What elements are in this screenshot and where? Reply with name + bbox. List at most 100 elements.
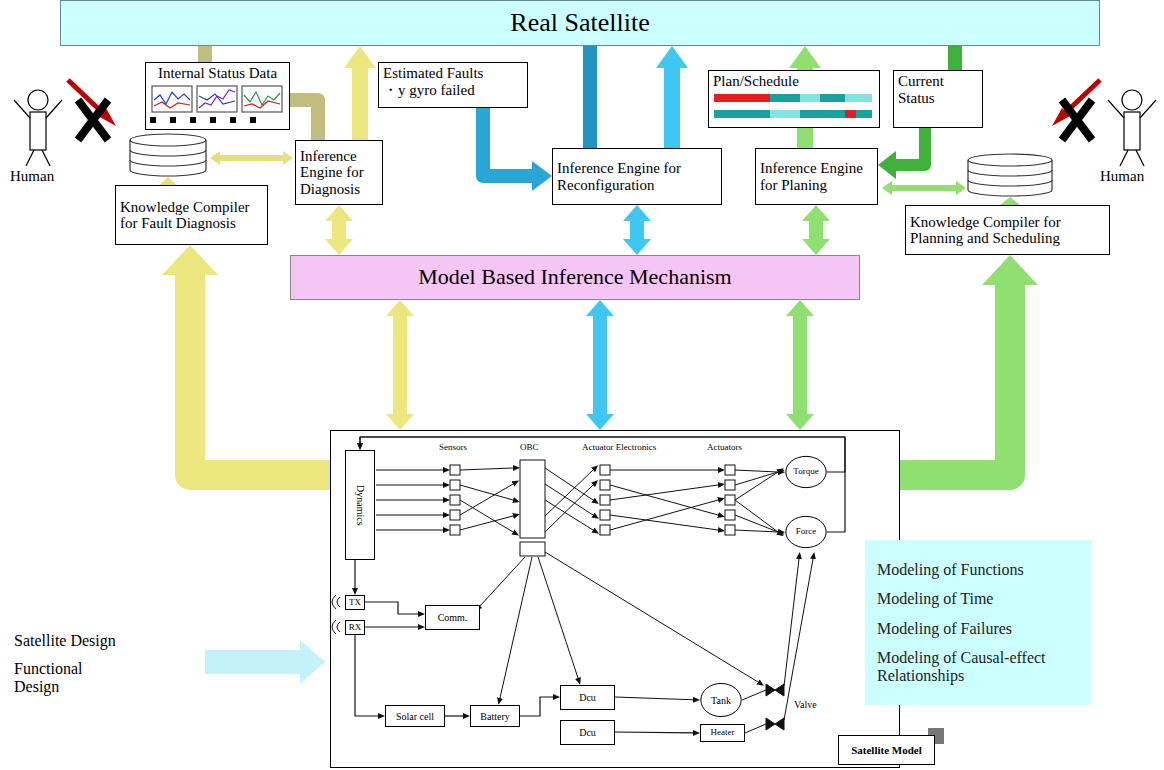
- model-wiring: [460, 485, 513, 500]
- connector: [360, 437, 845, 532]
- label-text: Actuators: [705, 442, 744, 452]
- fault-box: Estimated Faults・y gyro failed: [378, 62, 528, 108]
- human-figure: [14, 90, 62, 166]
- model-wiring: [376, 515, 443, 516]
- model-wiring: [610, 485, 718, 500]
- node-text: Inference Engine for Diagnosis: [300, 148, 378, 198]
- engine-box: Inference Engine for Planing: [755, 148, 878, 205]
- status-chart: [197, 86, 237, 112]
- model-tag: Satellite Model: [838, 735, 935, 765]
- label-text: Actuator Electronics: [580, 442, 658, 452]
- node-text: Inference Engine for Reconfiguration: [557, 160, 717, 193]
- connector: [290, 100, 318, 140]
- connector: [332, 221, 346, 239]
- block-box: Comm.: [425, 605, 480, 630]
- human-figure: [1140, 100, 1156, 118]
- block-box: Dcu: [560, 685, 615, 710]
- model-wiring: [332, 595, 340, 609]
- model-wiring: [610, 500, 718, 530]
- status-dots: [190, 117, 196, 123]
- status-dots: [230, 117, 236, 123]
- database-cylinder: [968, 154, 1052, 196]
- status-chart: [154, 92, 190, 104]
- model-wiring: [460, 484, 513, 515]
- model-wiring: [545, 485, 593, 532]
- knowledge-arrow: [892, 185, 956, 191]
- design-input-arrow: [205, 640, 325, 684]
- connector: [664, 68, 680, 148]
- model-wiring: [735, 515, 778, 532]
- blocked-input-arrow: [78, 100, 108, 140]
- status-chart: [199, 94, 235, 104]
- model-wiring: [460, 516, 513, 530]
- blocked-input-arrow: [78, 100, 108, 140]
- model-wiring: [376, 485, 443, 486]
- status-box: Current Status: [893, 70, 983, 128]
- model-wiring: [600, 480, 610, 490]
- model-wiring: [332, 460, 813, 733]
- model-wiring: [742, 690, 766, 700]
- node-text: Dcu: [579, 727, 596, 738]
- connector: [615, 697, 693, 700]
- schedule-bars: [800, 94, 820, 102]
- engine-box: Inference Engine for Reconfiguration: [552, 148, 722, 205]
- node-text: Current Status: [898, 73, 978, 106]
- block-box: TX: [345, 595, 365, 610]
- model-wiring: [332, 620, 340, 634]
- schedule-bars: [714, 110, 770, 118]
- model-wiring: [600, 495, 610, 505]
- connector: [793, 316, 807, 414]
- model-wiring: [766, 718, 784, 730]
- human-figure: [30, 112, 46, 150]
- connector: [520, 697, 553, 716]
- connector: [393, 316, 407, 414]
- node-text: Satellite Model: [851, 744, 922, 756]
- connector: [365, 602, 418, 614]
- human-figure: [26, 150, 34, 166]
- model-wiring: [545, 552, 758, 682]
- label-text: Human: [1098, 168, 1146, 185]
- model-wiring: [376, 500, 443, 501]
- connector: [809, 221, 823, 239]
- model-wiring: [735, 530, 778, 532]
- node-text: Model Based Inference Mechanism: [418, 265, 731, 289]
- node-text: Modeling of Functions: [877, 561, 1080, 579]
- circle-outline: [701, 683, 741, 716]
- knowledge-arrow: [1000, 197, 1020, 205]
- schedule-bars: [770, 110, 800, 118]
- node-text: TX: [349, 598, 361, 608]
- node-text: Comm.: [438, 612, 468, 623]
- connector: [355, 635, 378, 716]
- model-wiring: [480, 557, 525, 606]
- circle-outline: [786, 516, 826, 547]
- engine-box: Inference Engine for Diagnosis: [295, 140, 383, 205]
- model-wiring: [725, 480, 735, 490]
- status-dots: [250, 117, 256, 123]
- block-box: Heater: [700, 724, 745, 742]
- blocked-input-arrow: [1062, 100, 1092, 140]
- model-wiring: [450, 495, 460, 505]
- band: Model Based Inference Mechanism: [290, 255, 860, 300]
- label-text: Functional Design: [12, 660, 106, 697]
- node-text: Modeling of Time: [877, 590, 1080, 608]
- human-figure: [1108, 90, 1156, 166]
- model-wiring: [545, 484, 593, 515]
- node-text: RX: [349, 623, 362, 633]
- connector: [630, 221, 644, 239]
- database-cylinder: [968, 170, 1052, 176]
- node-text: Modeling of Causal-effect Relationships: [877, 649, 1080, 684]
- schedule-bars: [800, 110, 845, 118]
- human-figure: [1124, 112, 1140, 150]
- model-wiring: [600, 525, 610, 535]
- model-wiring: [450, 525, 460, 535]
- human-figure: [1120, 150, 1128, 166]
- model-wiring: [450, 510, 460, 520]
- human-figure: [14, 100, 30, 118]
- label-text: Human: [8, 168, 56, 185]
- model-wiring: [610, 485, 718, 515]
- node-text: Tank: [711, 695, 731, 706]
- status-chart: [154, 102, 190, 108]
- status-dots: [150, 117, 156, 123]
- compiler-box: Knowledge Compiler for Fault Diagnosis: [115, 185, 268, 245]
- model-wiring: [725, 525, 735, 535]
